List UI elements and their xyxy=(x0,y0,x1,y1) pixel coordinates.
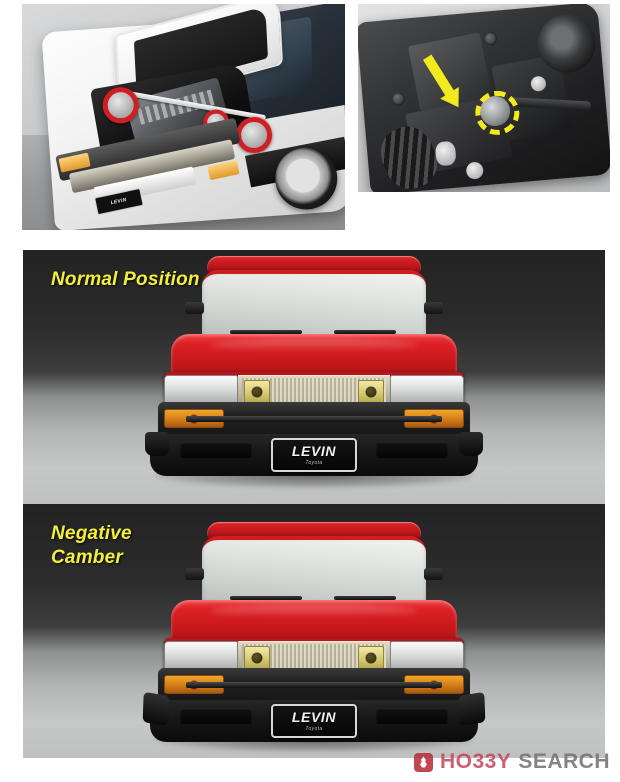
foglamp-left xyxy=(244,646,270,670)
turn-signal-right xyxy=(404,675,464,694)
car-hood xyxy=(171,600,457,644)
strut-mount-right xyxy=(234,116,274,155)
mirror-left xyxy=(185,302,204,314)
label-normal-position: Normal Position xyxy=(51,269,200,290)
front-grille xyxy=(238,641,390,671)
turn-signal-left xyxy=(164,675,224,694)
photo-engine-bay[interactable]: LEVIN xyxy=(22,4,345,230)
license-plate-text: LEVIN xyxy=(109,197,127,207)
air-vent-right xyxy=(376,708,448,724)
license-plate: LEVIN Toyota xyxy=(271,704,357,738)
watermark-brand-first: HO33Y xyxy=(439,750,512,773)
mirror-left xyxy=(185,568,204,580)
watermark-hobby-search: HO33Y SEARCH xyxy=(413,750,610,774)
license-plate: LEVIN Toyota xyxy=(271,438,357,472)
headlight-right xyxy=(390,375,464,405)
turn-signal-left xyxy=(164,409,224,428)
car-roof xyxy=(207,256,421,272)
photo-negative-camber[interactable]: Negative Camber xyxy=(23,504,605,758)
headlight-band xyxy=(164,372,464,405)
headlight-band xyxy=(164,638,464,671)
license-plate-subtext: Toyota xyxy=(305,726,323,732)
mirror-right xyxy=(424,568,443,580)
chassis-nub-a xyxy=(434,140,457,167)
foglamp-right xyxy=(358,646,384,670)
license-plate-text: LEVIN xyxy=(291,709,337,725)
car-roof xyxy=(207,522,421,538)
air-vent-right xyxy=(376,442,448,458)
front-tyre-left xyxy=(145,432,169,456)
flame-logo-icon xyxy=(413,752,433,772)
label-negative-camber: Negative Camber xyxy=(51,523,132,569)
air-vent-left xyxy=(180,442,252,458)
cambered-wheel-right xyxy=(458,691,486,727)
turn-signal-right xyxy=(207,160,240,181)
chassis-screw-rear xyxy=(483,30,498,46)
license-plate-text: LEVIN xyxy=(291,443,337,459)
foglamp-left xyxy=(244,380,270,404)
front-bumper xyxy=(158,402,470,436)
chassis-body xyxy=(358,4,610,192)
air-vent-left xyxy=(180,708,252,724)
cambered-wheel-left xyxy=(142,691,170,727)
watermark-brand-second: SEARCH xyxy=(518,750,610,773)
windshield xyxy=(202,536,426,606)
wiper-right xyxy=(334,596,396,600)
foglamp-right xyxy=(358,380,384,404)
chassis-screw-front xyxy=(391,91,406,106)
chassis-nub-b xyxy=(465,160,484,180)
photo-normal-position[interactable]: Normal Position xyxy=(23,250,605,504)
wiper-left xyxy=(230,596,302,600)
comparison-panel: Normal Position xyxy=(23,250,605,758)
front-tyre-right xyxy=(459,432,483,456)
mirror-right xyxy=(424,302,443,314)
front-grille xyxy=(238,375,390,405)
headlight-left xyxy=(164,641,238,671)
turn-signal-right xyxy=(404,409,464,428)
car-hood xyxy=(171,334,457,378)
windshield xyxy=(202,270,426,340)
headlight-left xyxy=(164,375,238,405)
photo-chassis-underside[interactable] xyxy=(358,4,610,192)
front-bumper xyxy=(158,668,470,702)
wiper-right xyxy=(334,330,396,334)
license-plate-subtext: Toyota xyxy=(305,460,323,466)
headlight-right xyxy=(390,641,464,671)
wiper-left xyxy=(230,330,302,334)
car-body-white: LEVIN xyxy=(41,4,345,230)
